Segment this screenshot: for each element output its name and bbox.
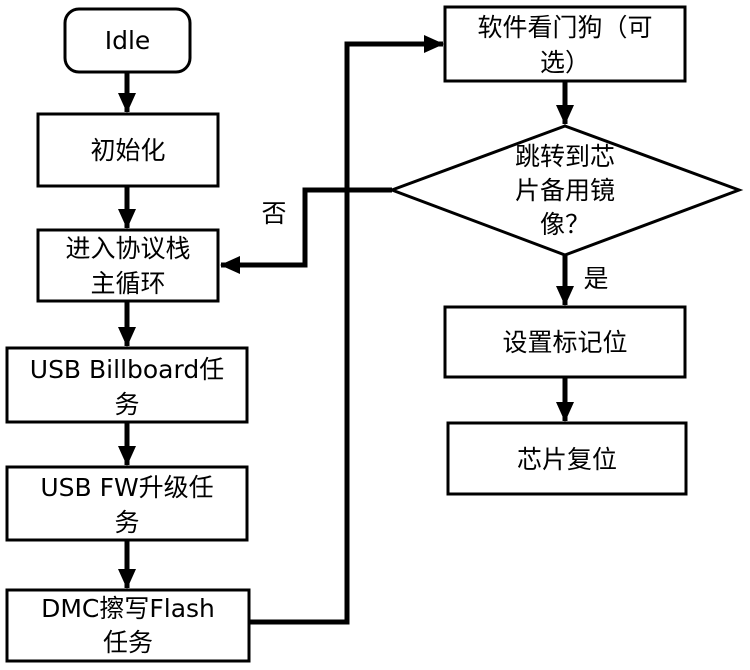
edges [118,35,574,625]
node-dmc-flash-label-line1: DMC擦写Flash [41,594,215,623]
node-watchdog: 软件看门狗（可 选） [443,5,687,83]
node-idle-label: Idle [105,26,151,55]
node-watchdog-label-line1: 软件看门狗（可 [477,13,652,42]
node-chip-reset-label: 芯片复位 [517,445,617,474]
node-init: 初始化 [36,112,220,188]
edge-label-no: 否 [261,199,286,228]
node-usb-billboard: USB Billboard任 务 [5,346,249,424]
node-watchdog-label-line2: 选） [540,48,590,77]
node-usb-fw: USB FW升级任 务 [5,465,249,542]
edge-decision-no-to-main-loop [220,187,392,274]
node-idle: Idle [63,7,192,74]
node-dmc-flash-label-line2: 任务 [103,628,153,657]
node-decision: 跳转到芯 片备用镜 像？ [387,124,744,257]
edge-dmc-flash-to-watchdog [249,35,444,625]
node-main-loop-label-line1: 进入协议栈 [65,234,190,263]
node-usb-billboard-label-line2: 务 [114,390,139,419]
node-set-flag-label: 设置标记位 [502,328,627,357]
node-usb-fw-label-line2: 务 [114,508,139,537]
node-main-loop: 进入协议栈 主循环 [36,228,220,303]
node-decision-label-line1: 跳转到芯 [515,142,615,171]
node-decision-label-line2: 片备用镜 [515,176,615,205]
node-dmc-flash: DMC擦写Flash 任务 [5,588,251,663]
edge-label-yes: 是 [583,264,608,293]
node-set-flag: 设置标记位 [443,305,687,379]
node-usb-fw-label-line1: USB FW升级任 [40,473,213,502]
node-decision-label-line3: 像？ [540,210,590,239]
node-usb-billboard-label-line1: USB Billboard任 [30,355,224,384]
node-main-loop-label-line2: 主循环 [90,269,165,298]
node-init-label: 初始化 [90,136,165,165]
node-chip-reset: 芯片复位 [446,421,688,496]
